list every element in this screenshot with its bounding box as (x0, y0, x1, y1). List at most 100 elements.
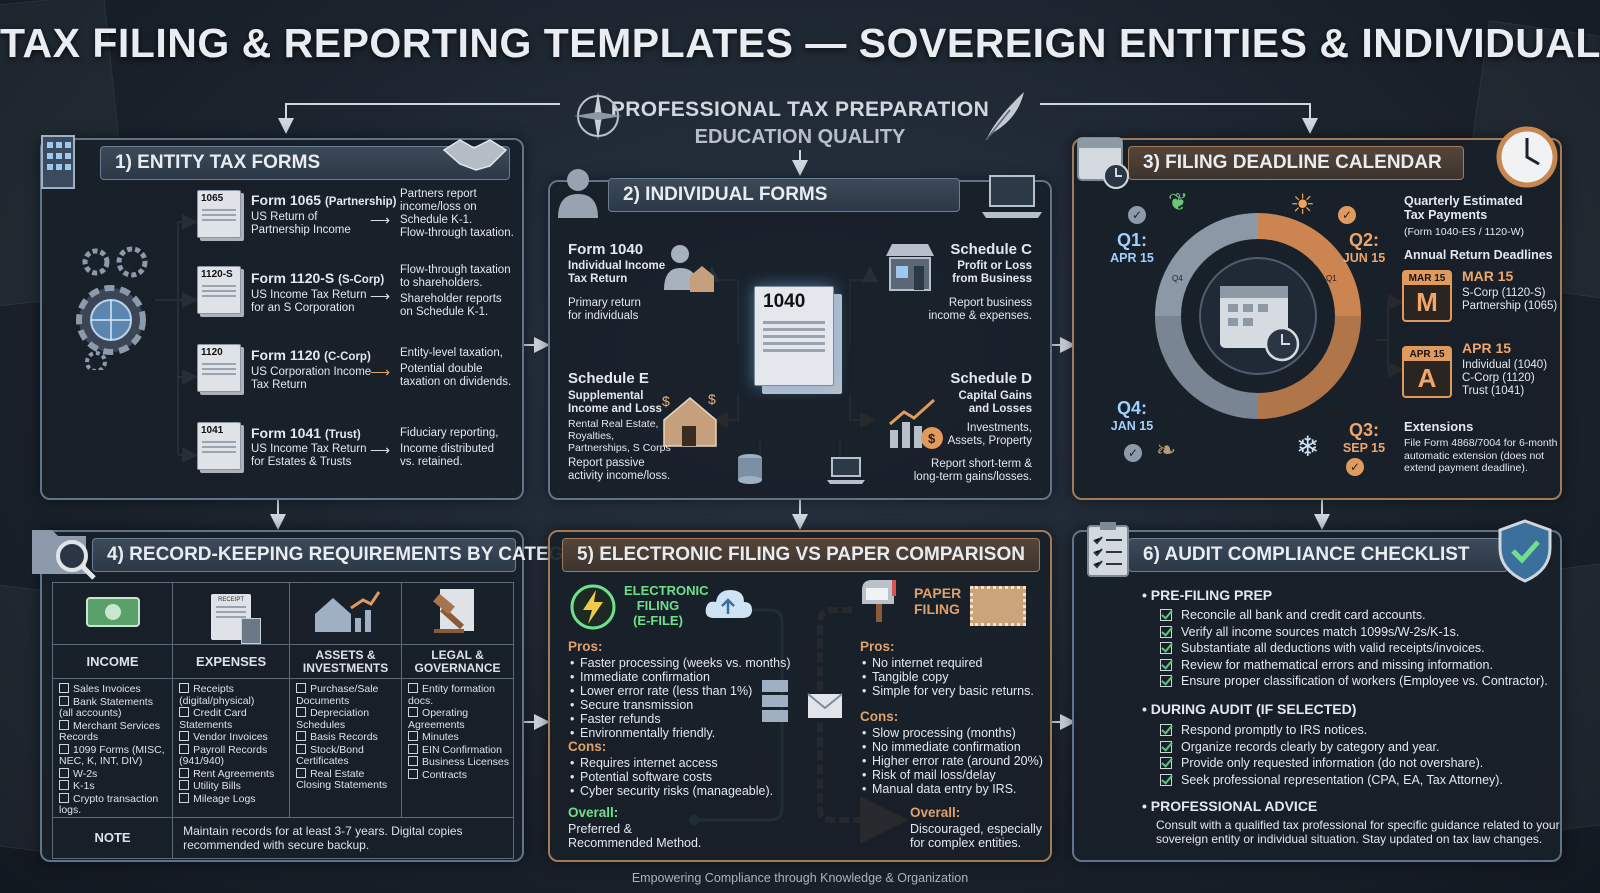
mar-15-line-2: Partnership (1065) (1462, 300, 1558, 312)
form-1120s-desc-2: for an S Corporation (251, 302, 355, 314)
form-1120-note-2: Potential double (400, 363, 483, 375)
form-1120-name: Form 1120 (251, 347, 321, 363)
schedule-d-source-2: Assets, Property (947, 435, 1032, 447)
individual-panel-title: 2) INDIVIDUAL FORMS (608, 178, 960, 212)
paper-con: Higher error rate (around 20%) (860, 754, 1043, 768)
q3-label: Q3: (1348, 420, 1379, 440)
apr-15-badge-letter: A (1417, 363, 1437, 393)
schedule-d-name: Schedule D (950, 370, 1032, 387)
svg-text:$: $ (928, 431, 936, 446)
house-growth-icon (314, 591, 380, 632)
legal-icon-cell (401, 582, 514, 645)
legal-item: Operating Agreements (408, 707, 469, 731)
efile-pro: Immediate confirmation (568, 670, 791, 684)
form-1065-document-icon: 1065 (197, 190, 241, 238)
form-1041-arrow: ⟶ (370, 442, 391, 458)
efile-overall-2: Recommended Method. (568, 836, 702, 850)
center-1040-document: 1040 (754, 286, 842, 394)
form-1120s-note-2: to shareholders. (400, 277, 483, 289)
form-1041-desc-2: for Estates & Trusts (251, 456, 352, 468)
form-1120s-document-icon: 1120-S (197, 266, 241, 314)
cash-icon (85, 597, 140, 627)
legal-item: Entity formation docs. (408, 683, 495, 707)
form-1120-note-3: taxation on dividends. (400, 376, 512, 388)
paper-title-1: PAPER (914, 585, 962, 601)
during-audit-heading: • DURING AUDIT (IF SELECTED) (1142, 701, 1357, 717)
efile-overall-label: Overall: (568, 805, 619, 820)
note-line-1: Maintain records for at least 3-7 years.… (183, 823, 463, 838)
form-1120-arrow: ⟶ (370, 364, 391, 380)
q3-deadline: Q3: SEP 15 (1336, 420, 1392, 455)
income-item: Sales Invoices (59, 683, 168, 696)
form-1120s-note-3: Shareholder reports (400, 293, 502, 305)
expense-item: Utility Bills (179, 780, 285, 793)
quarterly-heading-1: Quarterly Estimated (1404, 194, 1523, 208)
footer-tagline: Empowering Compliance through Knowledge … (631, 871, 969, 885)
office-building-icon (41, 135, 75, 189)
expense-item: Credit Card Statements (179, 707, 247, 731)
envelope-icon (807, 693, 843, 718)
expenses-icon-cell: RECEIPT (172, 582, 291, 645)
quarterly-cycle-ring (1155, 213, 1361, 419)
efile-pro: Environmentally friendly. (568, 726, 791, 740)
folder-magnifier-icon (32, 530, 96, 580)
calendar-panel-title: 3) FILING DEADLINE CALENDAR (1128, 146, 1464, 180)
subtitle-line-2: EDUCATION QUALITY (694, 126, 906, 148)
audit-panel-title: 6) AUDIT COMPLIANCE CHECKLIST (1128, 538, 1508, 572)
paper-overall-2: for complex entities. (910, 836, 1022, 850)
efile-pro: Lower error rate (less than 1%) (568, 684, 791, 698)
apr-15-line-3: Trust (1041) (1462, 385, 1525, 397)
quarterly-forms: (Form 1040-ES / 1120-W) (1404, 226, 1525, 238)
during-audit-item: Organize records clearly by category and… (1160, 739, 1503, 756)
form-1041-desc-1: US Income Tax Return (251, 443, 367, 455)
subtitle: PROFESSIONAL TAX PREPARATION EDUCATION Q… (560, 98, 1040, 149)
form-1065-note-4: Flow-through taxation. (400, 227, 514, 239)
pre-filing-item: Ensure proper classification of workers … (1160, 673, 1548, 690)
mailbox-icon (862, 580, 896, 622)
note-line-2: recommended with secure backup. (183, 837, 370, 852)
mar-15-line-1: S-Corp (1120-S) (1462, 287, 1546, 299)
schedule-d-desc-1: Report short-term & (931, 458, 1032, 470)
compass-icon (574, 92, 622, 140)
form-1120-document-icon: 1120 (197, 344, 241, 392)
advice-line-2: sovereign entity or individual situation… (1156, 832, 1543, 846)
schedule-e-desc-1: Report passive (568, 457, 645, 469)
paper-overall-label: Overall: (910, 805, 961, 820)
form-1041-kind: (Trust) (324, 429, 361, 441)
q3-date: SEP 15 (1342, 441, 1386, 455)
efile-con: Requires internet access (568, 756, 773, 770)
efile-pro: Faster refunds (568, 712, 791, 726)
paper-cons-label: Cons: (860, 709, 899, 724)
schedule-e-source-2: Royalties, (568, 430, 615, 442)
subtitle-line-1: PROFESSIONAL TAX PREPARATION (610, 98, 990, 121)
q2-check-icon: ✓ (1338, 206, 1356, 224)
schedule-d-source-1: Investments, (966, 422, 1032, 434)
income-item: W-2s (59, 767, 168, 781)
form-1040-name: Form 1040 (568, 241, 644, 258)
extensions-line-1: File Form 4868/7004 for 6-month (1404, 437, 1558, 449)
ring-label-q4: Q4 (1172, 274, 1183, 283)
form-1120s-kind: (S-Corp) (338, 274, 385, 286)
pre-filing-item: Reconcile all bank and credit card accou… (1160, 607, 1548, 624)
laptop-icon (982, 175, 1042, 218)
schedule-e-sub-2: Income and Loss (568, 403, 662, 415)
efile-title-3: (E-FILE) (633, 613, 683, 628)
q4-check-icon: ✓ (1124, 444, 1142, 462)
assets-items: Purchase/Sale Documents Depreciation Sch… (289, 678, 403, 818)
income-items: Sales Invoices Bank Statements (all acco… (51, 678, 174, 818)
pre-filing-item: Review for mathematical errors and missi… (1160, 657, 1548, 674)
extensions-heading: Extensions (1404, 419, 1474, 434)
form-1065-note-1: Partners report (400, 188, 477, 200)
storefront-icon (886, 244, 934, 291)
extensions-line-2: automatic extension (does not (1404, 449, 1545, 462)
asset-item: Stock/Bond Certificates (296, 743, 364, 767)
sprout-icon: ❦ (1168, 189, 1189, 216)
ring-label-q2: Q2 (1328, 406, 1339, 415)
legal-header: LEGAL & GOVERNANCE (401, 644, 514, 679)
form-1041-note-3: vs. retained. (400, 456, 463, 468)
paper-con: Manual data entry by IRS. (860, 782, 1043, 796)
clipboard-checklist-icon (1087, 522, 1129, 577)
handshake-icon (442, 139, 508, 171)
income-icon-cell (51, 582, 174, 645)
schedule-c-desc-1: Report business (948, 297, 1032, 309)
